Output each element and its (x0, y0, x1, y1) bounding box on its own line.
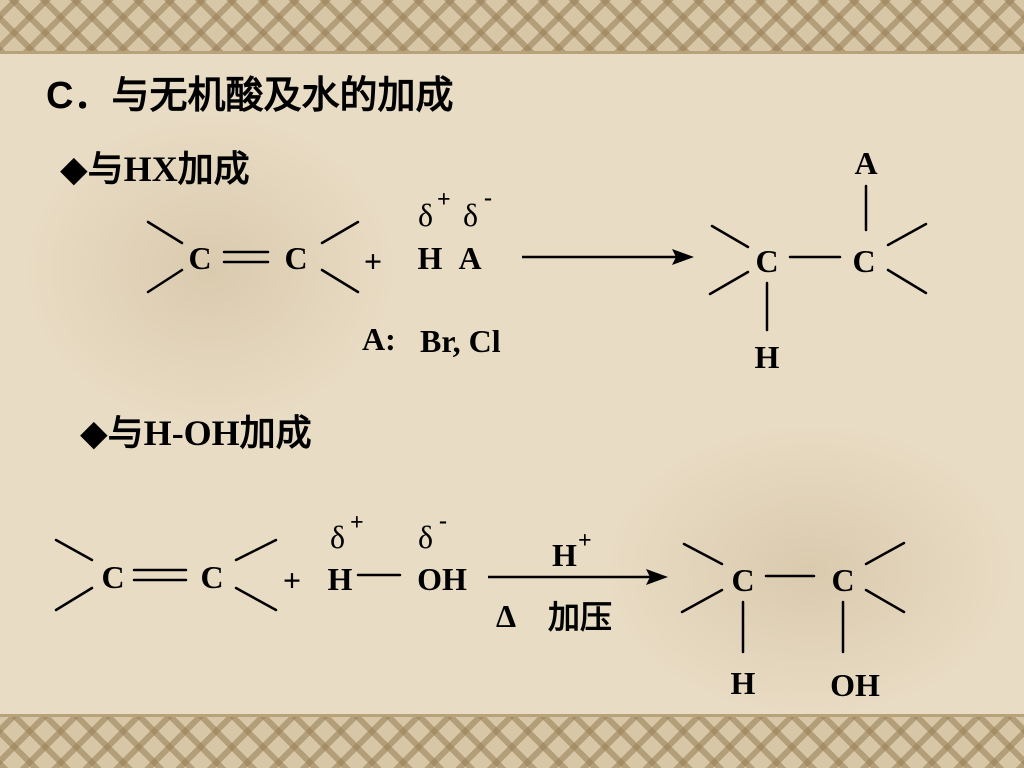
hx-product-carbon-1: C (755, 243, 778, 279)
hx-product-carbon-2: C (852, 243, 875, 279)
h-oh-reactant-carbon-2: C (200, 559, 223, 595)
hx-reagent-a: A (458, 240, 481, 276)
hx-a-values: Br, Cl (420, 323, 501, 359)
hx-plus-sign: + (364, 243, 382, 279)
h-oh-reaction-arrow (488, 569, 668, 585)
pressure-condition: 加压 (548, 599, 612, 635)
h-oh-partial-positive-delta: δ (330, 519, 345, 555)
hx-a-label: A: (362, 321, 396, 357)
hx-product-hydrogen: H (755, 339, 780, 375)
h-oh-negative-superscript: - (439, 508, 447, 534)
watermark-branch-right (600, 420, 1020, 720)
h-oh-reactant-carbon-1: C (101, 559, 124, 595)
h-oh-product-bonds (680, 541, 906, 654)
acid-catalyst-h: H (552, 537, 577, 573)
h-oh-product-hydroxyl: OH (830, 667, 880, 703)
hx-addition-heading: ◆与HX加成 (60, 149, 250, 189)
hx-partial-positive-delta: δ (418, 197, 433, 233)
watermark-pattern-left (20, 110, 400, 430)
slide-title: C．与无机酸及水的加成 (46, 75, 454, 117)
h-oh-product-hydrogen: H (731, 665, 756, 701)
h-oh-positive-superscript: + (350, 510, 364, 536)
hx-positive-superscript: + (437, 187, 451, 213)
hx-partial-negative-delta: δ (463, 197, 478, 233)
hx-negative-superscript: - (484, 185, 492, 211)
acid-catalyst-superscript: + (578, 528, 592, 554)
h-oh-product-carbon-1: C (731, 562, 754, 598)
hx-reaction-arrow (522, 249, 694, 265)
hx-reactant-carbon-2: C (284, 240, 307, 276)
hx-reagent-hydrogen: H (418, 240, 443, 276)
h-oh-partial-negative-delta: δ (418, 519, 433, 555)
h-oh-addition-heading: ◆与H-OH加成 (80, 413, 312, 453)
h-oh-plus-sign: + (283, 562, 301, 598)
h-oh-reagent-hydroxyl: OH (417, 561, 467, 597)
hx-reactant-carbon-1: C (188, 240, 211, 276)
hx-product-a-substituent: A (854, 145, 877, 181)
h-oh-reactant-alkene-bonds (54, 538, 402, 612)
hx-reactant-alkene-bonds (146, 220, 360, 294)
hx-product-bonds (708, 184, 928, 332)
heat-symbol: Δ (496, 598, 516, 634)
top-decorative-border (0, 0, 1024, 54)
bottom-decorative-border (0, 714, 1024, 768)
h-oh-reagent-hydrogen: H (328, 561, 353, 597)
h-oh-product-carbon-2: C (831, 562, 854, 598)
